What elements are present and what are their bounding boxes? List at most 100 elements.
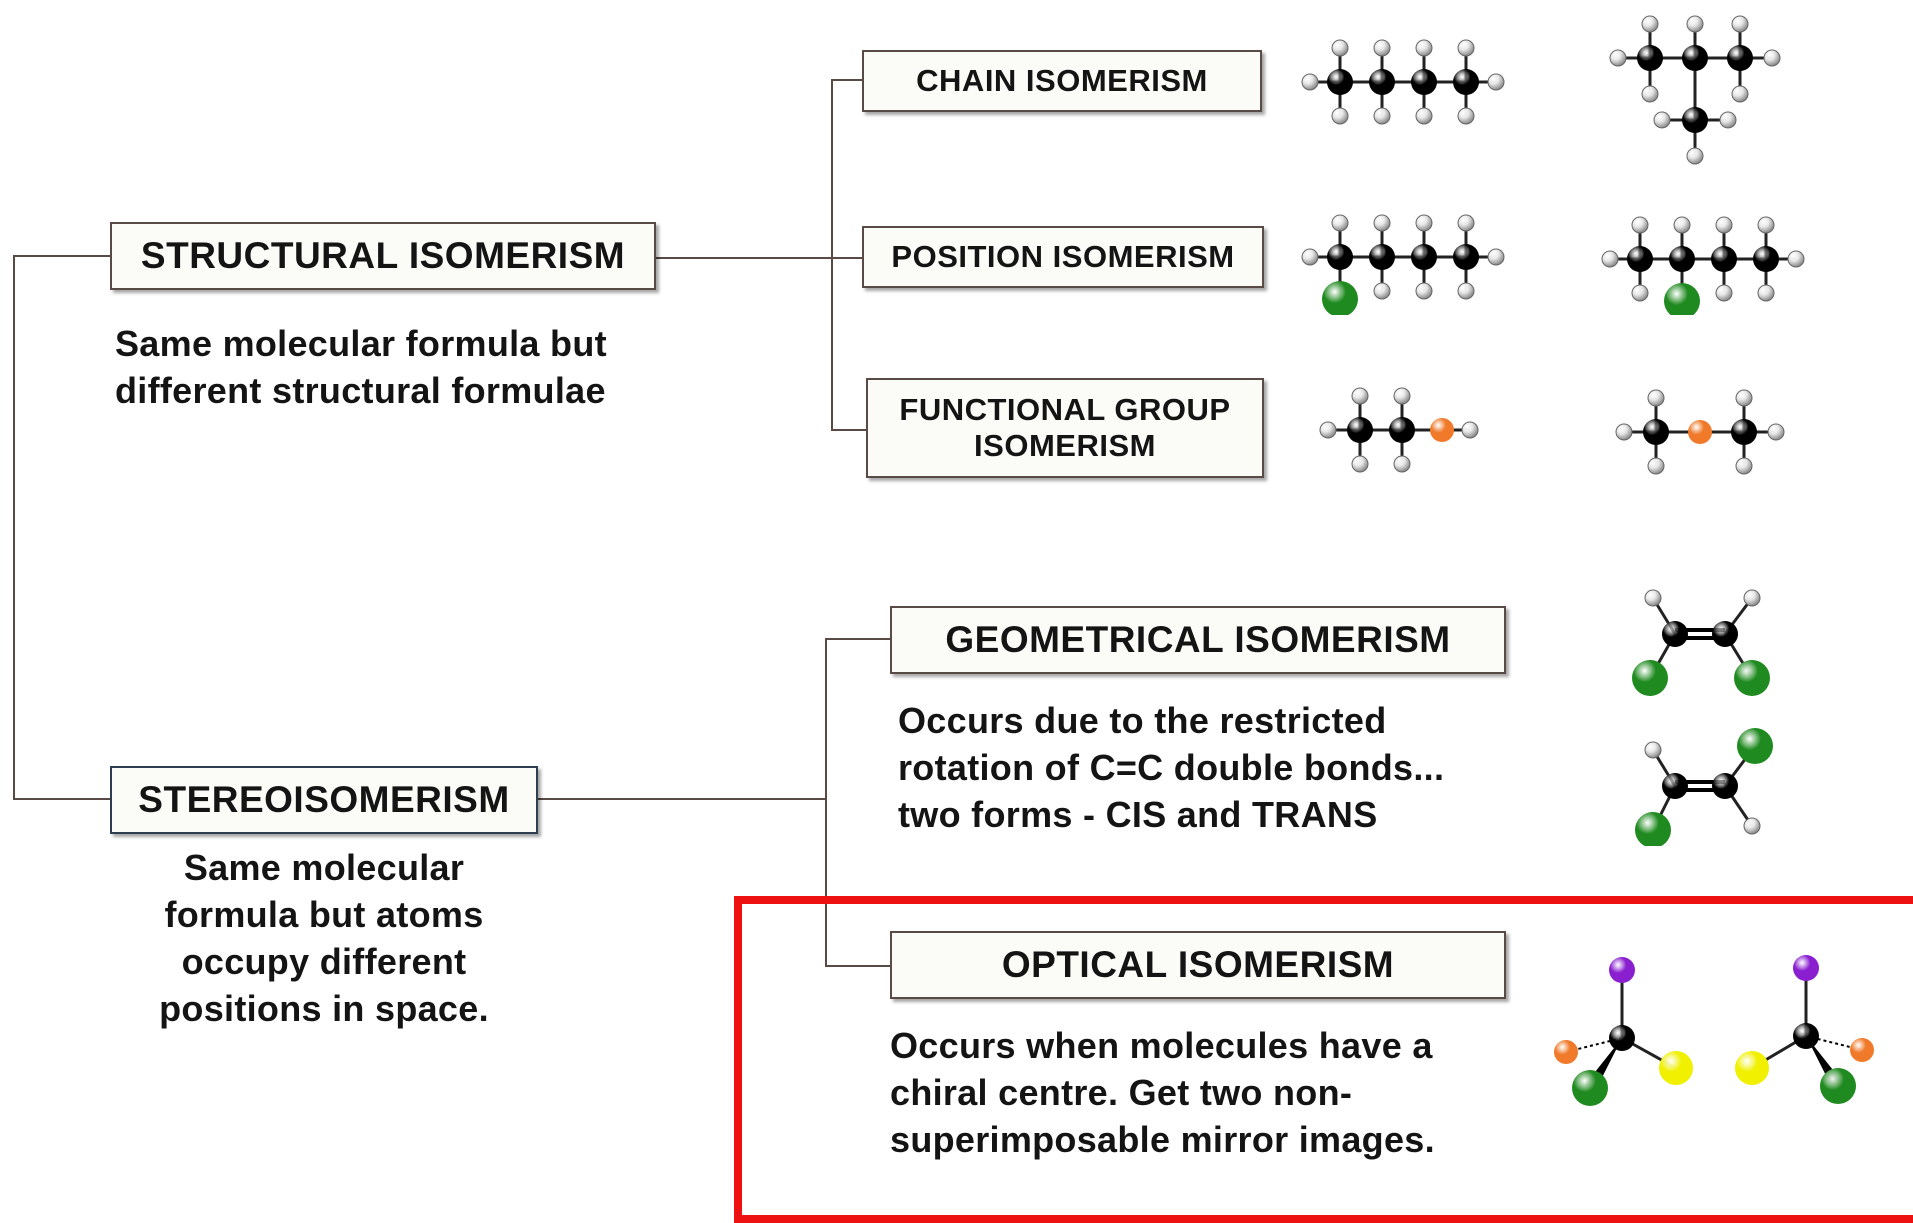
optical-right-icon — [1735, 955, 1874, 1104]
carbon-atom — [1753, 246, 1779, 272]
hydrogen-atom — [1757, 284, 1775, 302]
carbon-atom — [1609, 1025, 1635, 1051]
hydrogen-atom — [1647, 457, 1665, 475]
hydrogen-atom — [1461, 421, 1479, 439]
chain-straight-icon — [1301, 39, 1505, 125]
hydrogen-atom — [1487, 248, 1505, 266]
position-end-icon — [1301, 214, 1505, 315]
hydrogen-atom — [1457, 282, 1475, 300]
geometrical-isomerism-box: GEOMETRICAL ISOMERISM — [890, 606, 1506, 674]
carbon-atom — [1712, 773, 1738, 799]
hydrogen-atom — [1653, 111, 1671, 129]
optical-left-icon — [1554, 957, 1693, 1106]
carbon-atom — [1712, 621, 1738, 647]
hydrogen-atom — [1719, 111, 1737, 129]
carbon-atom — [1327, 69, 1353, 95]
hydrogen-atom — [1743, 589, 1761, 607]
oxygen-atom — [1554, 1040, 1578, 1064]
hydrogen-atom — [1487, 73, 1505, 91]
carbon-atom — [1369, 244, 1395, 270]
hydrogen-atom — [1351, 455, 1369, 473]
structural-isomerism-description: Same molecular formula but different str… — [115, 320, 607, 414]
stereo-branch — [825, 638, 890, 967]
functional-ether-icon — [1615, 389, 1785, 475]
geometrical-cis-icon — [1632, 589, 1770, 696]
description-line: chiral centre. Get two non- — [890, 1072, 1353, 1113]
carbon-atom — [1453, 69, 1479, 95]
sulfur-atom — [1735, 1051, 1769, 1085]
carbon-atom — [1411, 69, 1437, 95]
hydrogen-atom — [1331, 214, 1349, 232]
carbon-atom — [1643, 419, 1669, 445]
hydrogen-atom — [1301, 73, 1319, 91]
geometrical-isomerism-label: GEOMETRICAL ISOMERISM — [945, 618, 1451, 660]
hydrogen-atom — [1601, 250, 1619, 268]
chlorine-atom — [1635, 812, 1671, 846]
hydrogen-atom — [1415, 39, 1433, 57]
chlorine-atom — [1737, 728, 1773, 764]
carbon-atom — [1682, 107, 1708, 133]
geometrical-trans-icon — [1635, 728, 1773, 846]
description-line: Same molecular formula but — [115, 323, 607, 364]
hydrogen-atom — [1457, 107, 1475, 125]
hydrogen-atom — [1641, 85, 1659, 103]
position-middle-icon — [1601, 216, 1805, 315]
chain-branched-icon — [1609, 15, 1781, 165]
root-connector — [13, 255, 110, 800]
carbon-atom — [1669, 246, 1695, 272]
functional-group-isomerism-box: FUNCTIONAL GROUP ISOMERISM — [866, 378, 1264, 478]
functional-group-label-line2: ISOMERISM — [974, 428, 1156, 463]
carbon-atom — [1453, 244, 1479, 270]
hydrogen-atom — [1686, 147, 1704, 165]
stereoisomerism-description: Same molecular formula but atoms occupy … — [124, 844, 524, 1032]
oxygen-atom — [1850, 1038, 1874, 1062]
hydrogen-atom — [1457, 214, 1475, 232]
chlorine-atom — [1572, 1070, 1608, 1106]
chlorine-atom — [1820, 1068, 1856, 1104]
hydrogen-atom — [1609, 49, 1627, 67]
structural-isomerism-box: STRUCTURAL ISOMERISM — [110, 222, 656, 290]
chlorine-atom — [1734, 660, 1770, 696]
hydrogen-atom — [1731, 85, 1749, 103]
carbon-atom — [1327, 244, 1353, 270]
stereoisomerism-box: STEREOISOMERISM — [110, 766, 538, 834]
position-isomerism-label: POSITION ISOMERISM — [891, 239, 1235, 275]
carbon-atom — [1711, 246, 1737, 272]
optical-isomerism-description: Occurs when molecules have a chiral cent… — [890, 1022, 1435, 1163]
hydrogen-atom — [1373, 214, 1391, 232]
hydrogen-atom — [1641, 15, 1659, 33]
iodine-atom — [1793, 955, 1819, 981]
hydrogen-atom — [1763, 49, 1781, 67]
hydrogen-atom — [1631, 216, 1649, 234]
hydrogen-atom — [1743, 817, 1761, 835]
hydrogen-atom — [1735, 457, 1753, 475]
hydrogen-atom — [1351, 387, 1369, 405]
hydrogen-atom — [1715, 216, 1733, 234]
functional-group-label-line1: FUNCTIONAL GROUP — [899, 392, 1231, 428]
hydrogen-atom — [1393, 387, 1411, 405]
carbon-atom — [1727, 45, 1753, 71]
carbon-atom — [1682, 45, 1708, 71]
carbon-atom — [1411, 244, 1437, 270]
hydrogen-atom — [1631, 284, 1649, 302]
stereoisomerism-label: STEREOISOMERISM — [138, 778, 510, 820]
hydrogen-atom — [1415, 214, 1433, 232]
carbon-atom — [1389, 417, 1415, 443]
description-line: two forms - CIS and TRANS — [898, 794, 1378, 835]
hydrogen-atom — [1673, 216, 1691, 234]
hydrogen-atom — [1767, 423, 1785, 441]
oxygen-atom — [1688, 420, 1712, 444]
iodine-atom — [1609, 957, 1635, 983]
sulfur-atom — [1659, 1051, 1693, 1085]
hydrogen-atom — [1735, 389, 1753, 407]
description-line: rotation of C=C double bonds... — [898, 747, 1445, 788]
hydrogen-atom — [1319, 421, 1337, 439]
description-line: superimposable mirror images. — [890, 1119, 1435, 1160]
hydrogen-atom — [1686, 15, 1704, 33]
hydrogen-atom — [1301, 248, 1319, 266]
hydrogen-atom — [1331, 107, 1349, 125]
hydrogen-atom — [1757, 216, 1775, 234]
description-line: Occurs when molecules have a — [890, 1025, 1433, 1066]
functional-alcohol-icon — [1319, 387, 1479, 473]
